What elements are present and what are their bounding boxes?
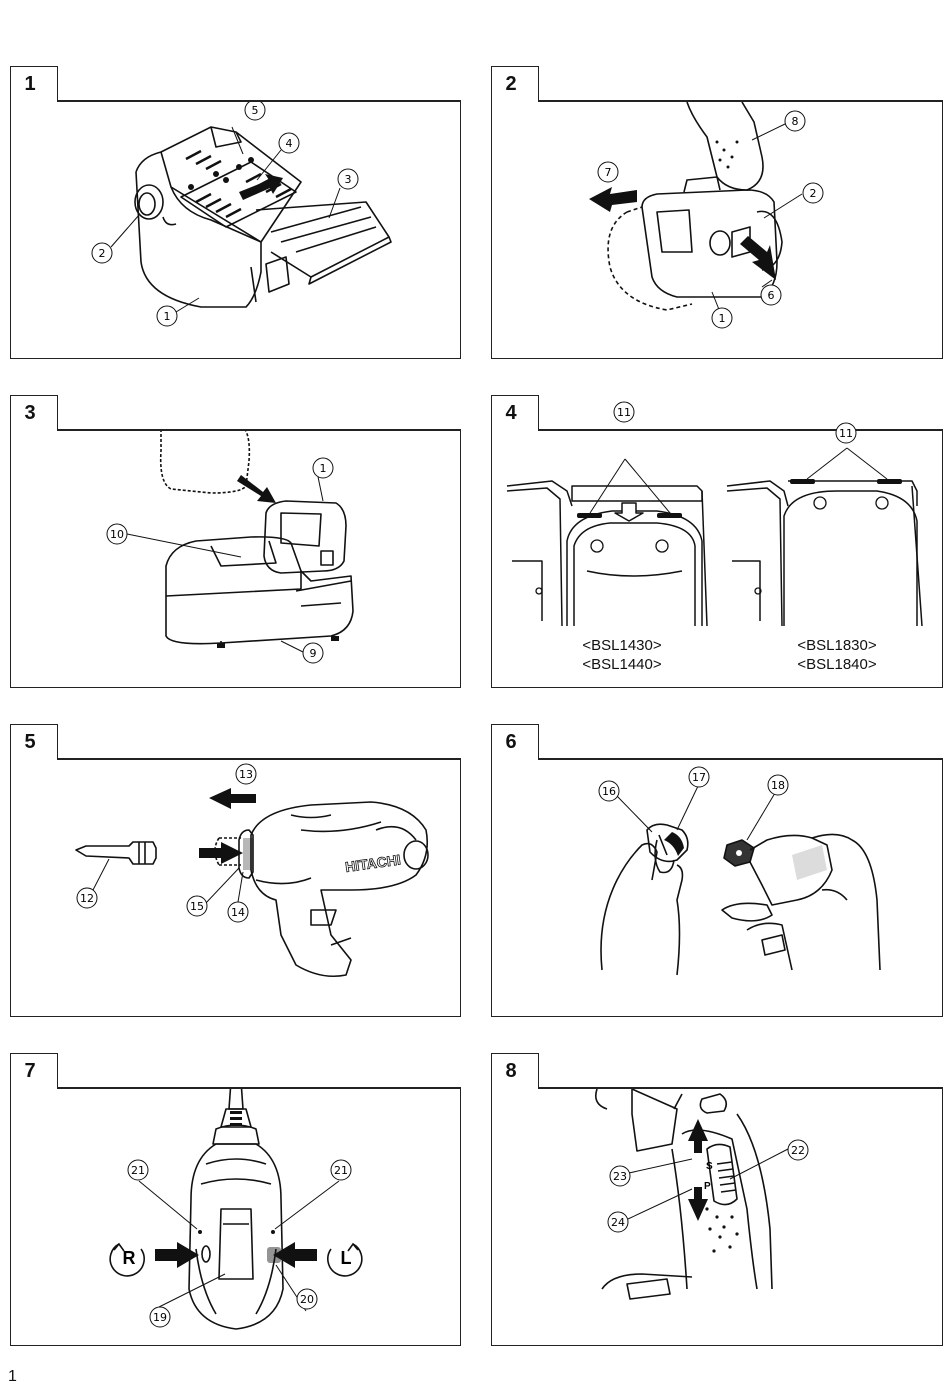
figure-1-panel: 1 [9,66,461,359]
callout-labels: 8 7 2 6 1 [597,110,824,329]
figure-5-tab: 5 [9,724,58,760]
figure-4-panel: 4 [490,395,943,688]
battery-charger-illustration: 1 10 9 [106,431,354,664]
figure-number: 5 [24,731,36,753]
figure-number: 6 [505,731,517,753]
callout-3: 3 [345,173,352,186]
callout-2: 2 [810,187,817,200]
figure-6-tab: 6 [490,724,539,760]
reverse-rotation-label: R [123,1248,136,1268]
callout-labels: 16 17 18 [598,766,789,802]
figure-number: 8 [505,1060,517,1082]
callout-labels: 5 4 3 2 1 [91,102,359,327]
figure-3-tab: 3 [9,395,58,431]
callout-4: 4 [286,137,293,150]
forward-rotation-label: L [341,1248,352,1268]
figure-4-callouts: 11 11 [613,401,857,444]
callout-12: 12 [80,892,94,905]
callout-14: 14 [231,906,245,919]
callout-16: 16 [602,785,616,798]
figure-8-tab: 8 [490,1053,539,1089]
callout-17: 17 [692,771,706,784]
battery-terminal-cover-illustration: 5 4 3 2 1 [91,102,392,327]
model-bsl1440: <BSL1440> [582,656,662,673]
hitachi-brand-text: HITACHI [344,851,401,875]
figure-number: 2 [505,73,517,95]
callout-13: 13 [239,768,253,781]
model-bsl1430: <BSL1430> [582,637,662,654]
figure-2-panel: 2 8 7 2 6 1 [490,66,943,359]
figure-number: 1 [24,73,36,95]
callout-2: 2 [99,247,106,260]
rotation-switch-illustration: R L 21 21 19 20 [109,1089,363,1330]
figure-6-panel: 6 16 17 18 [490,724,943,1017]
page-number: 1 [8,1368,17,1385]
callout-5: 5 [252,104,259,117]
callout-1: 1 [164,310,171,323]
model-label-left: <BSL1430> <BSL1440> [552,636,692,674]
figure-8-panel: 8 S P 22 23 24 [490,1053,943,1346]
callout-22: 22 [791,1144,805,1157]
switch-label-s: S [706,1161,713,1172]
callout-10: 10 [110,528,124,541]
power-mode-switch-illustration: S P 22 23 24 [594,1089,809,1300]
callout-9: 9 [310,647,317,660]
callout-19: 19 [153,1311,167,1324]
callout-11-right: 11 [839,427,853,440]
callout-8: 8 [792,115,799,128]
callout-15: 15 [190,900,204,913]
model-bsl1830: <BSL1830> [797,637,877,654]
bit-insertion-illustration: HITACHI 13 12 15 14 [75,763,429,978]
callout-21-left: 21 [131,1164,145,1177]
callout-labels: 21 21 19 20 [127,1159,352,1328]
figure-number: 4 [505,402,517,424]
switch-label-p: P [704,1181,711,1192]
figure-3-panel: 3 1 10 9 [9,395,461,688]
callout-11-left: 11 [617,406,631,419]
figure-4-tab: 4 [490,395,539,431]
callout-6: 6 [768,289,775,302]
figure-number: 7 [24,1060,36,1082]
figure-2-tab: 2 [490,66,539,102]
figure-number: 3 [24,402,36,424]
figure-1-tab: 1 [9,66,58,102]
model-bsl1840: <BSL1840> [797,656,877,673]
battery-removal-illustration: 8 7 2 6 1 [589,102,824,329]
callout-23: 23 [613,1170,627,1183]
callout-21-right: 21 [334,1164,348,1177]
socket-attachment-illustration: 16 17 18 [598,766,881,976]
callout-labels: 22 23 24 [607,1139,809,1233]
callout-7: 7 [605,166,612,179]
callout-20: 20 [300,1293,314,1306]
callout-labels: 1 10 9 [106,457,334,664]
callout-24: 24 [611,1216,625,1229]
model-label-right: <BSL1830> <BSL1840> [767,636,907,674]
callout-18: 18 [771,779,785,792]
callout-1: 1 [320,462,327,475]
figure-7-tab: 7 [9,1053,58,1089]
battery-model-rails-illustration [506,447,923,627]
callout-labels: 13 12 15 14 [76,763,257,923]
figure-7-panel: 7 R L 21 [9,1053,461,1346]
figure-5-panel: 5 HITACHI 13 12 15 1 [9,724,461,1017]
callout-1: 1 [719,312,726,325]
